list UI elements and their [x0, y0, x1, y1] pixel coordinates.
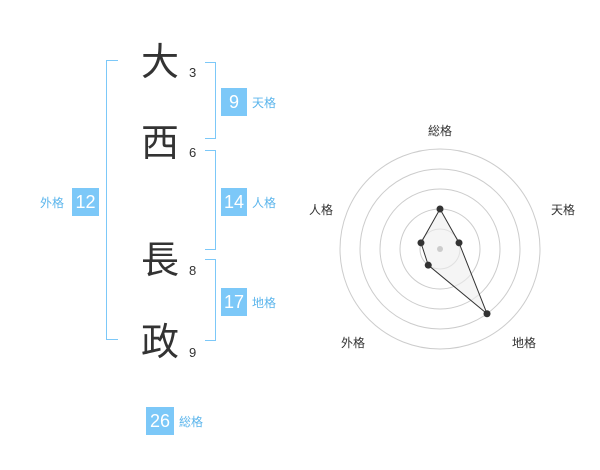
radar-points [417, 205, 491, 318]
radar-axis-label-gaikaku: 外格 [341, 336, 366, 350]
name-char-2: 西 [140, 121, 179, 165]
radar-axis-label-soukaku: 総格 [428, 124, 453, 138]
chikaku-label: 地格 [252, 296, 277, 310]
tenkaku-value: 9 [221, 88, 247, 116]
jinkaku-value: 14 [221, 188, 247, 216]
radar-grid [339, 148, 541, 350]
tenkaku-bracket [205, 62, 216, 139]
radar-point-4 [424, 261, 432, 269]
radar-center [437, 246, 443, 252]
name-char-4: 政 [140, 320, 179, 364]
tenkaku-label: 天格 [252, 96, 277, 110]
soukaku-value: 26 [146, 407, 174, 435]
chikaku-bracket [205, 259, 216, 341]
radar-area [420, 207, 488, 315]
stroke-count-3: 8 [189, 263, 197, 278]
radar-axis-label-jinkaku: 人格 [309, 203, 334, 217]
name-char-1: 大 [140, 40, 179, 84]
stroke-count-1: 3 [189, 65, 197, 80]
radar-point-2 [455, 239, 463, 247]
radar-ring-3 [379, 188, 501, 310]
gaikaku-label: 外格 [40, 196, 65, 210]
radar-point-5 [417, 239, 425, 247]
stroke-count-4: 9 [189, 345, 197, 360]
jinkaku-label: 人格 [252, 196, 277, 210]
soukaku-label: 総格 [179, 415, 204, 429]
name-char-3: 長 [140, 238, 179, 282]
jinkaku-bracket [205, 150, 216, 250]
radar-axis-label-chikaku: 地格 [512, 336, 537, 350]
stroke-count-2: 6 [189, 145, 197, 160]
gaikaku-value: 12 [72, 188, 99, 216]
chikaku-value: 17 [221, 288, 247, 316]
radar-axis-label-tenkaku: 天格 [551, 203, 576, 217]
radar-point-3 [483, 310, 491, 318]
radar-ring-4 [359, 168, 521, 330]
radar-ring-5 [339, 148, 541, 350]
gaikaku-bracket [106, 60, 118, 340]
radar-point-1 [436, 205, 444, 213]
